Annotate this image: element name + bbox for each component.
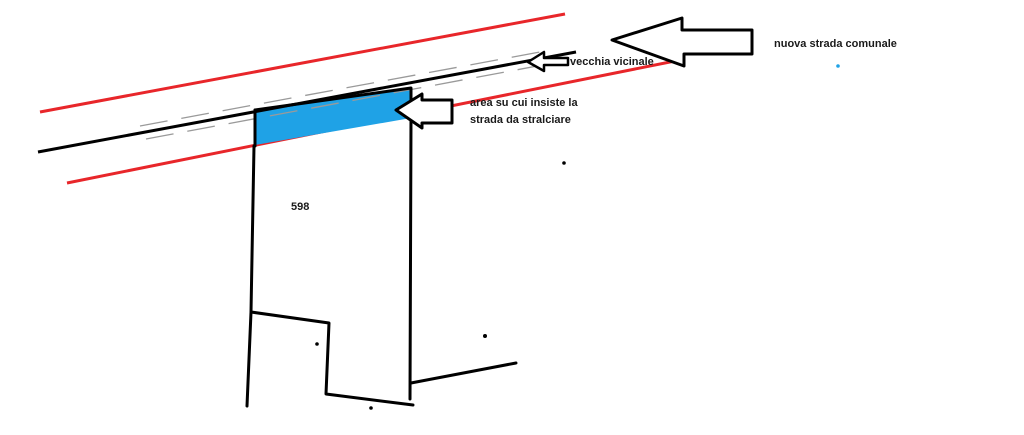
arrow-large-icon — [610, 16, 754, 68]
label-vecchia-vicinale: vecchia vicinale — [570, 56, 654, 68]
arrow-small-icon — [526, 50, 570, 73]
label-parcel-598: 598 — [291, 201, 309, 213]
road-edge-top — [39, 12, 566, 114]
arrow-area-icon — [394, 92, 454, 130]
label-area-line2: strada da stralciare — [470, 114, 571, 126]
stray-dot-blue — [836, 64, 840, 68]
label-nuova-strada: nuova strada comunale — [774, 38, 897, 50]
label-area-line1: area su cui insiste la — [470, 97, 578, 109]
parcel-outline — [245, 86, 518, 408]
stray-dots — [315, 161, 566, 410]
strip-area — [255, 89, 411, 145]
old-road-dashes — [139, 51, 549, 140]
